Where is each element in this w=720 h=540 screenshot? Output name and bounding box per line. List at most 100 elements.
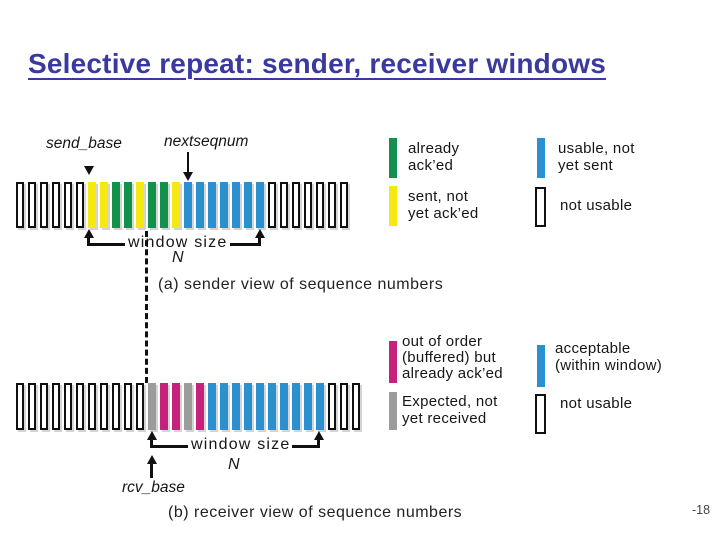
slide-title: Selective repeat: sender, receiver windo… (28, 48, 607, 79)
sequence-bar-white (28, 383, 36, 430)
sequence-bar-blue (316, 383, 324, 430)
legend-swatch-already-acked (389, 138, 397, 178)
legend-swatch-sent-not-acked (389, 186, 397, 226)
sequence-bar-white (304, 182, 312, 228)
sequence-bar-blue (280, 383, 288, 430)
sequence-bar-yellow (136, 182, 144, 228)
window-left-arrow-icon (84, 229, 94, 238)
sequence-bar-magenta (160, 383, 168, 430)
receiver-window-size-label: window size (191, 436, 291, 453)
receiver-window-n-label: N (228, 456, 240, 473)
rcv-window-right-arrow-icon (314, 431, 324, 440)
window-right-line (230, 243, 260, 246)
sequence-bar-green (112, 182, 120, 228)
sequence-bar-blue (196, 182, 204, 228)
sequence-bar-yellow (88, 182, 96, 228)
sequence-bar-blue (208, 383, 216, 430)
rcv-base-label: rcv_base (122, 479, 185, 496)
sequence-bar-gray (148, 383, 156, 430)
sequence-bar-magenta (196, 383, 204, 430)
sequence-bar-white (40, 383, 48, 430)
window-left-line (87, 243, 125, 246)
sequence-bar-white (88, 383, 96, 430)
legend-label-out-of-order: out of order (buffered) but already ack’… (402, 333, 503, 382)
sequence-bar-magenta (172, 383, 180, 430)
sender-caption: (a) sender view of sequence numbers (158, 276, 444, 293)
sequence-bar-white (340, 182, 348, 228)
sequence-bar-gray (184, 383, 192, 430)
legend-swatch-not-usable-receiver (535, 394, 546, 434)
rcv-window-right-line (292, 445, 320, 448)
sequence-bar-white (268, 182, 276, 228)
sequence-bar-blue (256, 383, 264, 430)
legend-swatch-usable-not-sent (537, 138, 545, 178)
window-right-arrow-icon (255, 229, 265, 238)
page-number: -18 (692, 503, 711, 517)
legend-label-expected-not-received: Expected, not yet received (402, 393, 498, 427)
sequence-bar-white (328, 182, 336, 228)
nextseqnum-arrow-stem (187, 152, 189, 174)
sequence-bar-white (16, 182, 24, 228)
rcv-base-arrow-icon (147, 455, 157, 464)
sequence-bar-green (160, 182, 168, 228)
send-base-label: send_base (46, 135, 122, 152)
legend-label-not-usable-sender: not usable (560, 197, 633, 214)
window-left-stem (87, 236, 90, 246)
sequence-bar-white (136, 383, 144, 430)
legend-label-usable-not-sent: usable, not yet sent (558, 140, 635, 174)
sequence-bar-blue (232, 182, 240, 228)
sequence-bar-white (16, 383, 24, 430)
rcv-base-dashed-line (145, 231, 148, 383)
sequence-bar-blue (304, 383, 312, 430)
sequence-bar-white (292, 182, 300, 228)
sender-sequence-bars (16, 182, 348, 228)
nextseqnum-label: nextseqnum (164, 133, 249, 150)
sequence-bar-white (352, 383, 360, 430)
rcv-base-arrow-stem (150, 463, 153, 478)
legend-swatch-out-of-order (389, 341, 397, 383)
sequence-bar-blue (292, 383, 300, 430)
rcv-window-left-stem (150, 438, 153, 448)
legend-swatch-not-usable-sender (535, 187, 546, 227)
sequence-bar-blue (220, 182, 228, 228)
window-right-stem (258, 236, 261, 246)
sequence-bar-blue (220, 383, 228, 430)
sequence-bar-white (76, 383, 84, 430)
sequence-bar-blue (268, 383, 276, 430)
sequence-bar-green (148, 182, 156, 228)
rcv-window-left-line (150, 445, 188, 448)
sequence-bar-white (64, 182, 72, 228)
receiver-sequence-bars (16, 383, 360, 430)
sequence-bar-blue (244, 383, 252, 430)
sequence-bar-white (100, 383, 108, 430)
rcv-window-right-stem (317, 438, 320, 448)
legend-label-already-acked: already ack’ed (408, 140, 460, 174)
sender-window-size-label: window size (128, 234, 228, 251)
sequence-bar-white (52, 383, 60, 430)
sequence-bar-blue (232, 383, 240, 430)
sequence-bar-white (28, 182, 36, 228)
sequence-bar-white (316, 182, 324, 228)
legend-swatch-expected-not-received (389, 392, 397, 430)
legend-label-not-usable-receiver: not usable (560, 395, 633, 412)
sequence-bar-white (64, 383, 72, 430)
sequence-bar-yellow (172, 182, 180, 228)
sequence-bar-blue (256, 182, 264, 228)
sequence-bar-blue (184, 182, 192, 228)
send-base-arrow-icon (84, 166, 94, 175)
sequence-bar-white (124, 383, 132, 430)
receiver-caption: (b) receiver view of sequence numbers (168, 504, 463, 521)
sequence-bar-white (76, 182, 84, 228)
sender-window-n-label: N (172, 249, 184, 266)
legend-swatch-acceptable (537, 345, 545, 387)
sequence-bar-white (52, 182, 60, 228)
sequence-bar-yellow (100, 182, 108, 228)
nextseqnum-arrow-icon (183, 172, 193, 181)
sequence-bar-white (40, 182, 48, 228)
sequence-bar-white (328, 383, 336, 430)
legend-label-acceptable: acceptable (within window) (555, 340, 663, 374)
sequence-bar-blue (208, 182, 216, 228)
rcv-window-left-arrow-icon (147, 431, 157, 440)
legend-label-sent-not-acked: sent, not yet ack’ed (408, 188, 479, 222)
